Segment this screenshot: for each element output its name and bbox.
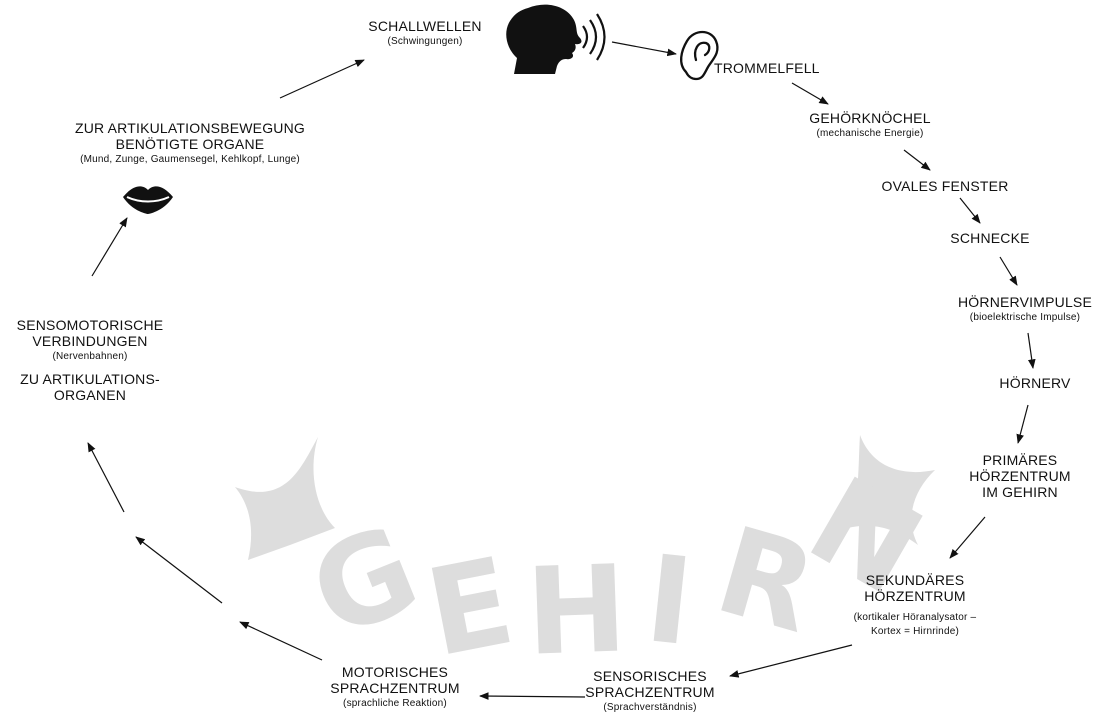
node-sekundaeres-sub-2: Kortex = Hirnrinde) xyxy=(871,626,959,637)
node-ovales-fenster-title: OVALES FENSTER xyxy=(881,178,1009,194)
node-ovales-fenster: OVALES FENSTER xyxy=(870,178,1020,194)
arrow-sekundaeres-to-sensorisches xyxy=(729,644,853,678)
lips-shape xyxy=(123,186,173,214)
node-sensomotorische-line-2: VERBINDUNGEN xyxy=(32,333,148,349)
arrow-artikulation-to-schallwellen xyxy=(279,59,365,99)
node-sensorisches-sub: (Sprachverständnis) xyxy=(603,702,697,713)
speaking-head-icon xyxy=(506,4,606,75)
lips-icon xyxy=(123,186,173,214)
node-sekundaeres: SEKUNDÄRES HÖRZENTRUM (kortikaler Hörana… xyxy=(825,572,1005,638)
arrow-sensorisches-to-motorisches xyxy=(479,692,586,700)
ear-inner xyxy=(694,41,711,62)
node-sensomotorische: SENSOMOTORISCHE VERBINDUNGEN (Nervenbahn… xyxy=(0,317,180,403)
arrow-gehoerknoechel-to-ovales-fenster xyxy=(903,149,931,171)
arrow-primaeres-to-sekundaeres xyxy=(949,516,986,559)
sound-wave-1 xyxy=(582,25,589,49)
node-artikulation: ZUR ARTIKULATIONSBEWEGUNG BENÖTIGTE ORGA… xyxy=(40,120,340,166)
node-motorisches: MOTORISCHES SPRACHZENTRUM (sprachliche R… xyxy=(315,664,475,710)
arrow-gap1-to-gap2 xyxy=(135,536,223,604)
node-hoernervimpulse-title: HÖRNERVIMPULSE xyxy=(957,294,1093,310)
node-artikulation-sub: (Mund, Zunge, Gaumensegel, Kehlkopf, Lun… xyxy=(80,154,300,165)
node-primaeres: PRIMÄRES HÖRZENTRUM IM GEHIRN xyxy=(955,452,1085,500)
speaking-head-silhouette xyxy=(506,4,582,75)
arrow-speaker-to-ear xyxy=(611,41,677,57)
arrow-hoernerv-to-primaeres xyxy=(1016,404,1029,444)
node-hoernervimpulse: HÖRNERVIMPULSE (bioelektrische Impulse) xyxy=(950,294,1100,324)
node-primaeres-line-1: PRIMÄRES xyxy=(982,452,1058,468)
lips-mouth-line xyxy=(126,196,170,203)
node-gehoerknoechel-title: GEHÖRKNÖCHEL xyxy=(809,110,931,126)
cycle-arrows xyxy=(87,41,1036,700)
node-trommelfell: TROMMELFELL xyxy=(714,60,834,76)
node-motorisches-line-2: SPRACHZENTRUM xyxy=(330,680,460,696)
node-gehoerknoechel: GEHÖRKNÖCHEL (mechanische Energie) xyxy=(780,110,960,140)
node-gehoerknoechel-sub: (mechanische Energie) xyxy=(816,128,924,139)
arrow-motorisches-to-gap1 xyxy=(239,621,323,661)
node-primaeres-line-2: HÖRZENTRUM xyxy=(969,468,1071,484)
arrow-schnecke-to-hoernervimpulse xyxy=(999,256,1018,286)
node-trommelfell-title: TROMMELFELL xyxy=(714,60,820,76)
watermark-letter-i: I xyxy=(640,530,699,673)
sound-wave-3 xyxy=(596,13,606,61)
node-sensorisches-line-1: SENSORISCHES xyxy=(593,668,707,684)
node-hoernervimpulse-sub: (bioelektrische Impulse) xyxy=(969,312,1081,323)
node-schnecke-title: SCHNECKE xyxy=(950,230,1030,246)
node-sensorisches: SENSORISCHES SPRACHZENTRUM (Sprachverstä… xyxy=(575,668,725,714)
watermark-letter-e: E xyxy=(417,532,524,684)
sound-wave-2 xyxy=(589,19,598,55)
node-motorisches-line-1: MOTORISCHES xyxy=(341,664,449,680)
node-motorisches-sub: (sprachliche Reaktion) xyxy=(343,698,447,709)
arrow-hoernervimpulse-to-hoernerv xyxy=(1027,332,1036,369)
node-artikulation-line-1: ZUR ARTIKULATIONSBEWEGUNG xyxy=(74,120,306,136)
node-sensomotorische-extra-line-2: ORGANEN xyxy=(53,387,127,403)
ear-outer xyxy=(680,30,719,81)
watermark-left-arrow-shape xyxy=(235,437,335,560)
node-schnecke: SCHNECKE xyxy=(930,230,1050,246)
watermark-letter-h: H xyxy=(524,540,629,682)
node-sensomotorische-extra-line-1: ZU ARTIKULATIONS- xyxy=(20,371,160,387)
arrow-gap2-to-sensomotorische xyxy=(87,442,125,513)
gehirn-watermark: G E H I R N xyxy=(235,435,943,684)
node-sekundaeres-line-2: HÖRZENTRUM xyxy=(864,588,966,604)
node-schallwellen: SCHALLWELLEN (Schwingungen) xyxy=(350,18,500,48)
node-sensomotorische-line-1: SENSOMOTORISCHE xyxy=(16,317,164,333)
node-schallwellen-title: SCHALLWELLEN xyxy=(368,18,482,34)
node-primaeres-line-3: IM GEHIRN xyxy=(982,484,1058,500)
node-sensomotorische-extra: ZU ARTIKULATIONS- ORGANEN xyxy=(0,371,180,403)
arrow-ovales-fenster-to-schnecke xyxy=(959,197,981,224)
arrow-sensomotorische-to-lips xyxy=(91,217,128,277)
ear-icon xyxy=(680,30,719,81)
node-artikulation-line-2: BENÖTIGTE ORGANE xyxy=(115,136,265,152)
node-hoernerv-title: HÖRNERV xyxy=(999,375,1071,391)
watermark-right-arrow-shape xyxy=(848,435,935,545)
node-schallwellen-sub: (Schwingungen) xyxy=(387,36,463,47)
node-sekundaeres-line-1: SEKUNDÄRES xyxy=(865,572,965,588)
node-sensomotorische-sub: (Nervenbahnen) xyxy=(52,351,128,362)
arrow-trommelfell-to-gehoerknoechel xyxy=(791,82,829,105)
node-sensorisches-line-2: SPRACHZENTRUM xyxy=(585,684,715,700)
node-hoernerv: HÖRNERV xyxy=(985,375,1085,391)
node-sekundaeres-sub-1: (kortikaler Höranalysator – xyxy=(853,612,977,623)
